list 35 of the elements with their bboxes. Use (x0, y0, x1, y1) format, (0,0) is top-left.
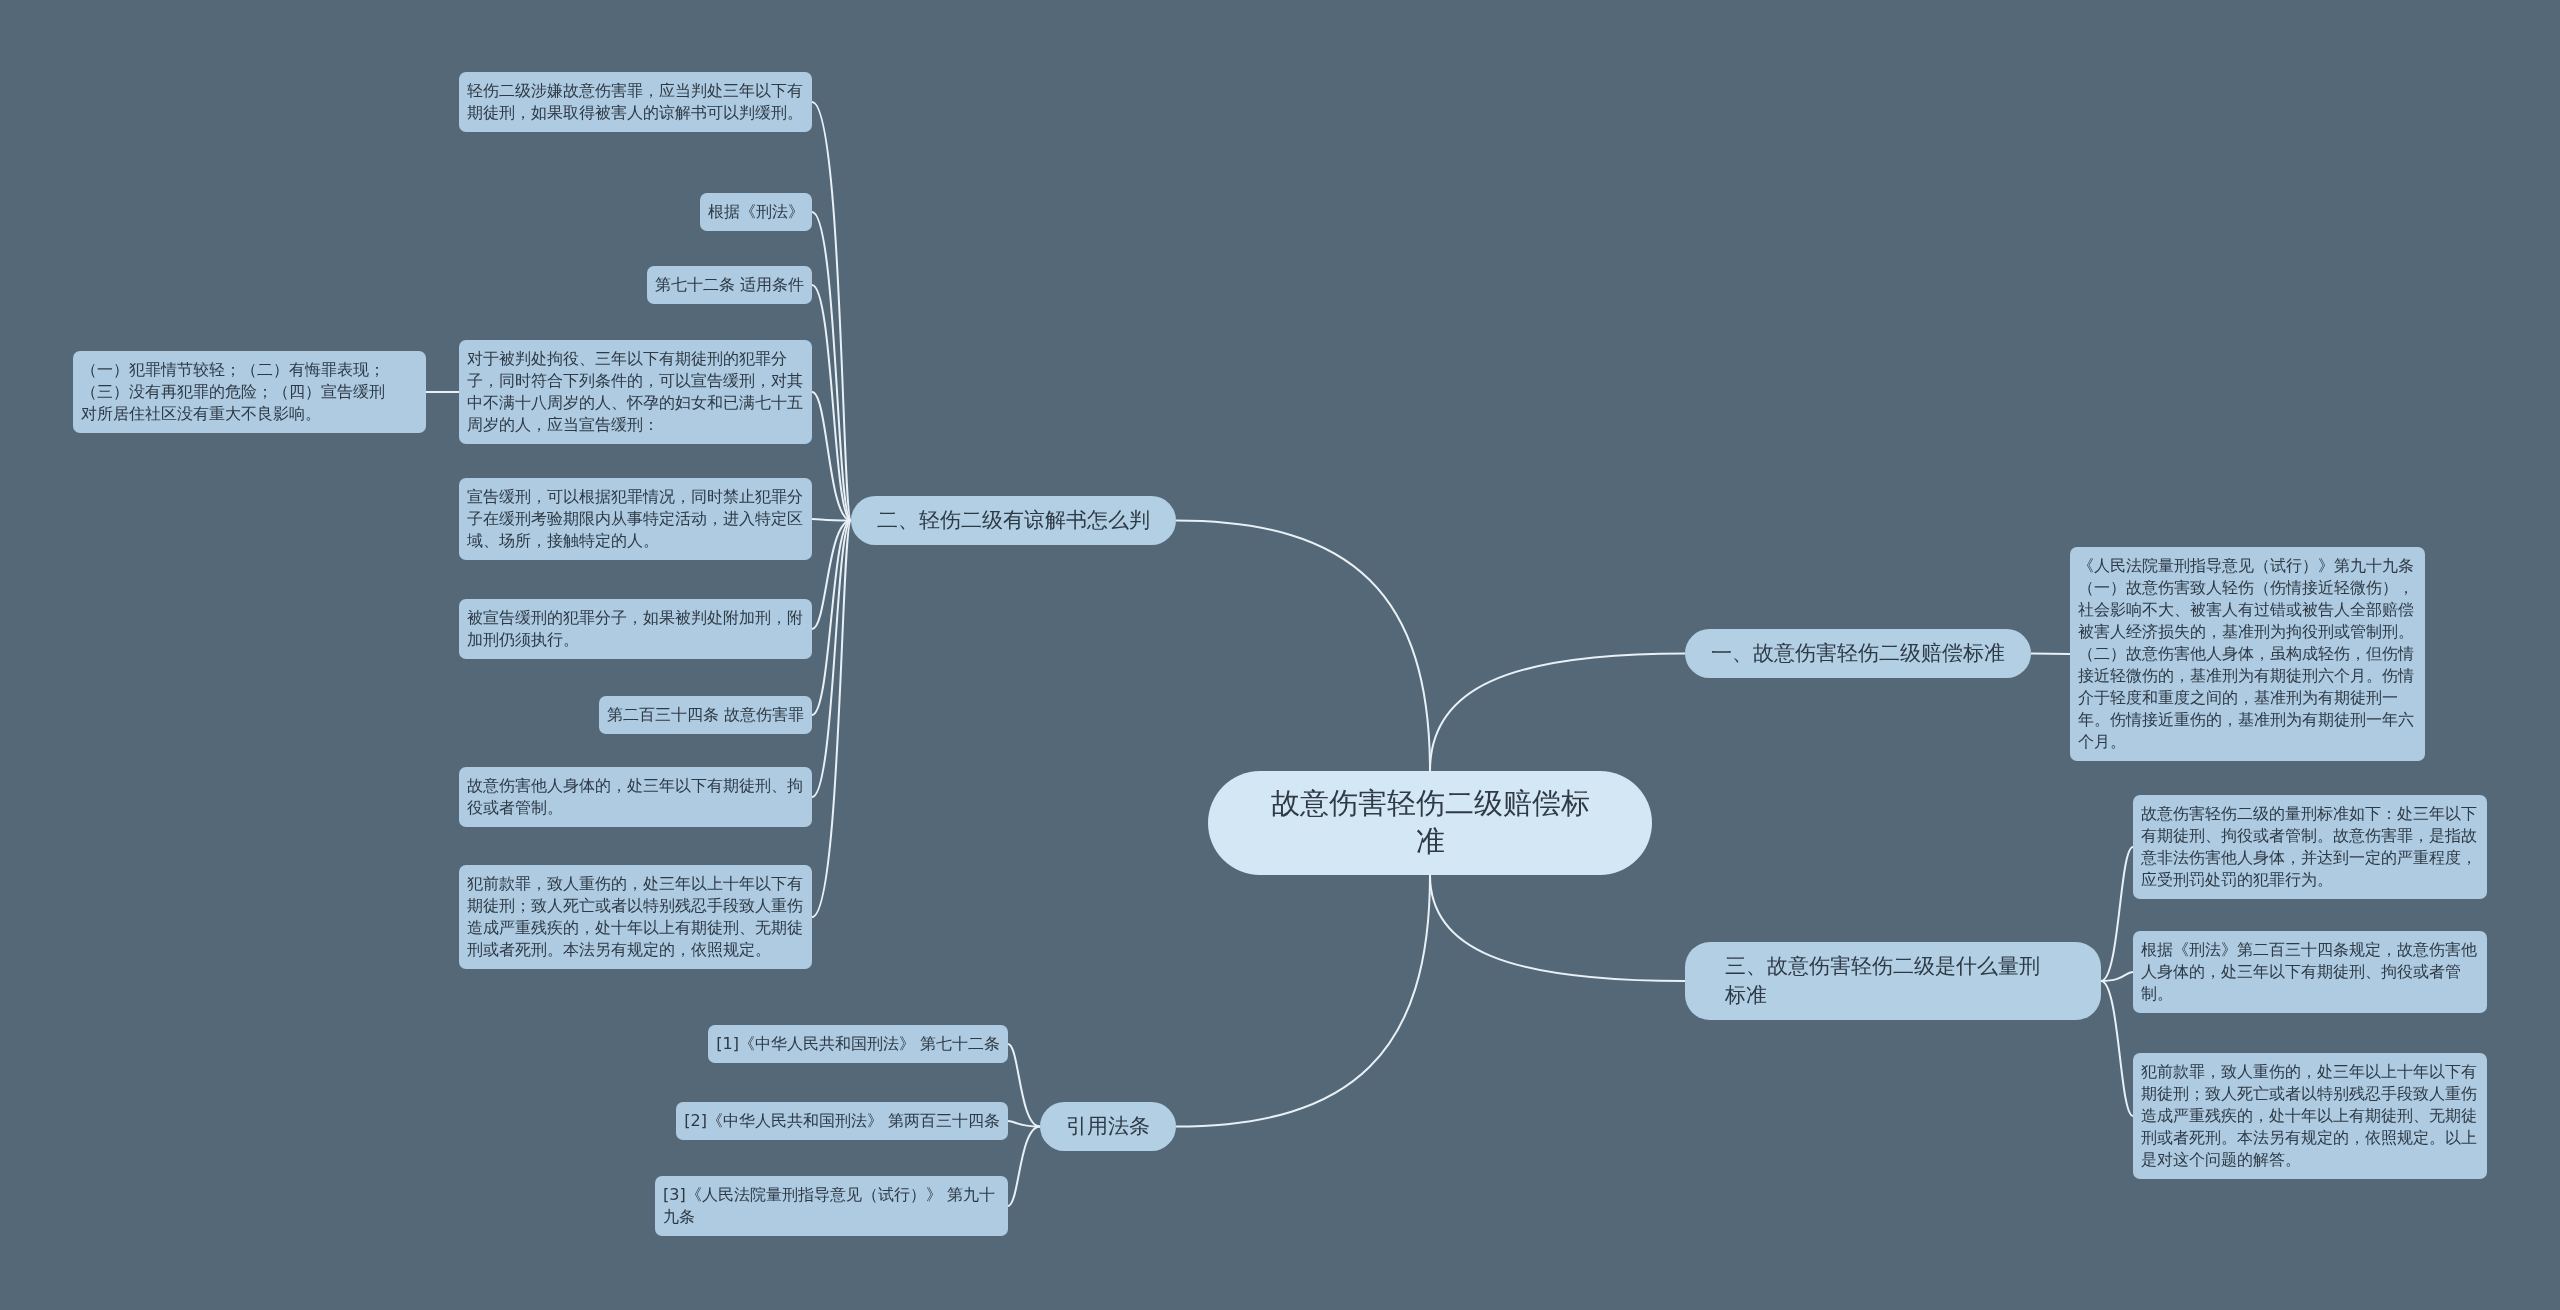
note-box: 根据《刑法》 (700, 193, 812, 231)
connector-line (811, 519, 852, 918)
connector-line (811, 284, 852, 522)
connector-line (1007, 1120, 1041, 1128)
note-box: 轻伤二级涉嫌故意伤害罪，应当判处三年以下有期徒刑，如果取得被害人的谅解书可以判缓刑。 (459, 72, 812, 132)
note-box: [2]《中华人民共和国刑法》 第两百三十四条 (676, 1102, 1008, 1140)
note-box: 犯前款罪，致人重伤的，处三年以上十年以下有期徒刑；致人死亡或者以特别残忍手段致人重伤造成严重残疾的，处十年以上有期徒刑、无期徒刑或者死刑。本法另有规定的，依照规定。 (459, 865, 812, 969)
note-box: 《人民法院量刑指导意见（试行）》第九十九条（一）故意伤害致人轻伤（伤情接近轻微伤），社会影响不大、被害人有过错或被告人全部赔偿被害人经济损失的，基准刑为拘役刑或管制刑。（二）故意伤害他人身体，虽构成轻伤，但伤情接近轻微伤的，基准刑为有期徒刑六个月。伤情介于轻度和重度之间的，基准刑为有期徒刑一年。伤情接近重伤的，基准刑为有期徒刑一年六个月。 (2070, 547, 2425, 761)
topic-pill: 引用法条 (1040, 1102, 1176, 1151)
note-box: 第二百三十四条 故意伤害罪 (598, 696, 812, 734)
connector-line (811, 211, 852, 522)
note-box: 故意伤害轻伤二级的量刑标准如下：处三年以下有期徒刑、拘役或者管制。故意伤害罪，是指故意非法伤害他人身体，并达到一定的严重程度，应受刑罚处罚的犯罪行为。 (2133, 795, 2487, 899)
connector-line (425, 391, 460, 393)
note-box: 犯前款罪，致人重伤的，处三年以上十年以下有期徒刑；致人死亡或者以特别残忍手段致人重伤造成严重残疾的，处十年以上有期徒刑、无期徒刑或者死刑。本法另有规定的，依照规定。以上是对这个问题的解答。 (2133, 1053, 2487, 1179)
connector-line (2030, 652, 2071, 655)
note-box: [1]《中华人民共和国刑法》 第七十二条 (708, 1025, 1008, 1063)
connector-line (1429, 652, 1686, 772)
note-box: 根据《刑法》第二百三十四条规定，故意伤害他人身体的，处三年以下有期徒刑、拘役或者管制。 (2133, 931, 2487, 1013)
note-box: （一）犯罪情节较轻；（二）有悔罪表现；（三）没有再犯罪的危险；（四）宣告缓刑对所居住社区没有重大不良影响。 (73, 351, 426, 433)
connector-line (2100, 846, 2134, 982)
note-box: 被宣告缓刑的犯罪分子，如果被判处附加刑，附加刑仍须执行。 (459, 599, 812, 659)
topic-pill: 二、轻伤二级有谅解书怎么判 (851, 496, 1176, 545)
connector-line (811, 519, 852, 798)
connector-line (2100, 980, 2134, 1117)
note-box: 对于被判处拘役、三年以下有期徒刑的犯罪分子，同时符合下列条件的，可以宣告缓刑，对其中不满十八周岁的人、怀孕的妇女和已满七十五周岁的人，应当宣告缓刑： (459, 340, 812, 444)
connector-line (1175, 874, 1431, 1128)
note-box: 故意伤害他人身体的，处三年以下有期徒刑、拘役或者管制。 (459, 767, 812, 827)
connector-line (1007, 1125, 1041, 1207)
note-box: [3]《人民法院量刑指导意见（试行）》 第九十九条 (655, 1176, 1008, 1236)
connector-line (2100, 971, 2134, 982)
note-box: 宣告缓刑，可以根据犯罪情况，同时禁止犯罪分子在缓刑考验期限内从事特定活动，进入特定区域、场所，接触特定的人。 (459, 478, 812, 560)
topic-pill: 三、故意伤害轻伤二级是什么量刑标准 (1685, 942, 2101, 1020)
central-topic: 故意伤害轻伤二级赔偿标准 (1208, 771, 1652, 875)
topic-pill: 一、故意伤害轻伤二级赔偿标准 (1685, 629, 2031, 678)
note-box: 第七十二条 适用条件 (646, 266, 812, 304)
